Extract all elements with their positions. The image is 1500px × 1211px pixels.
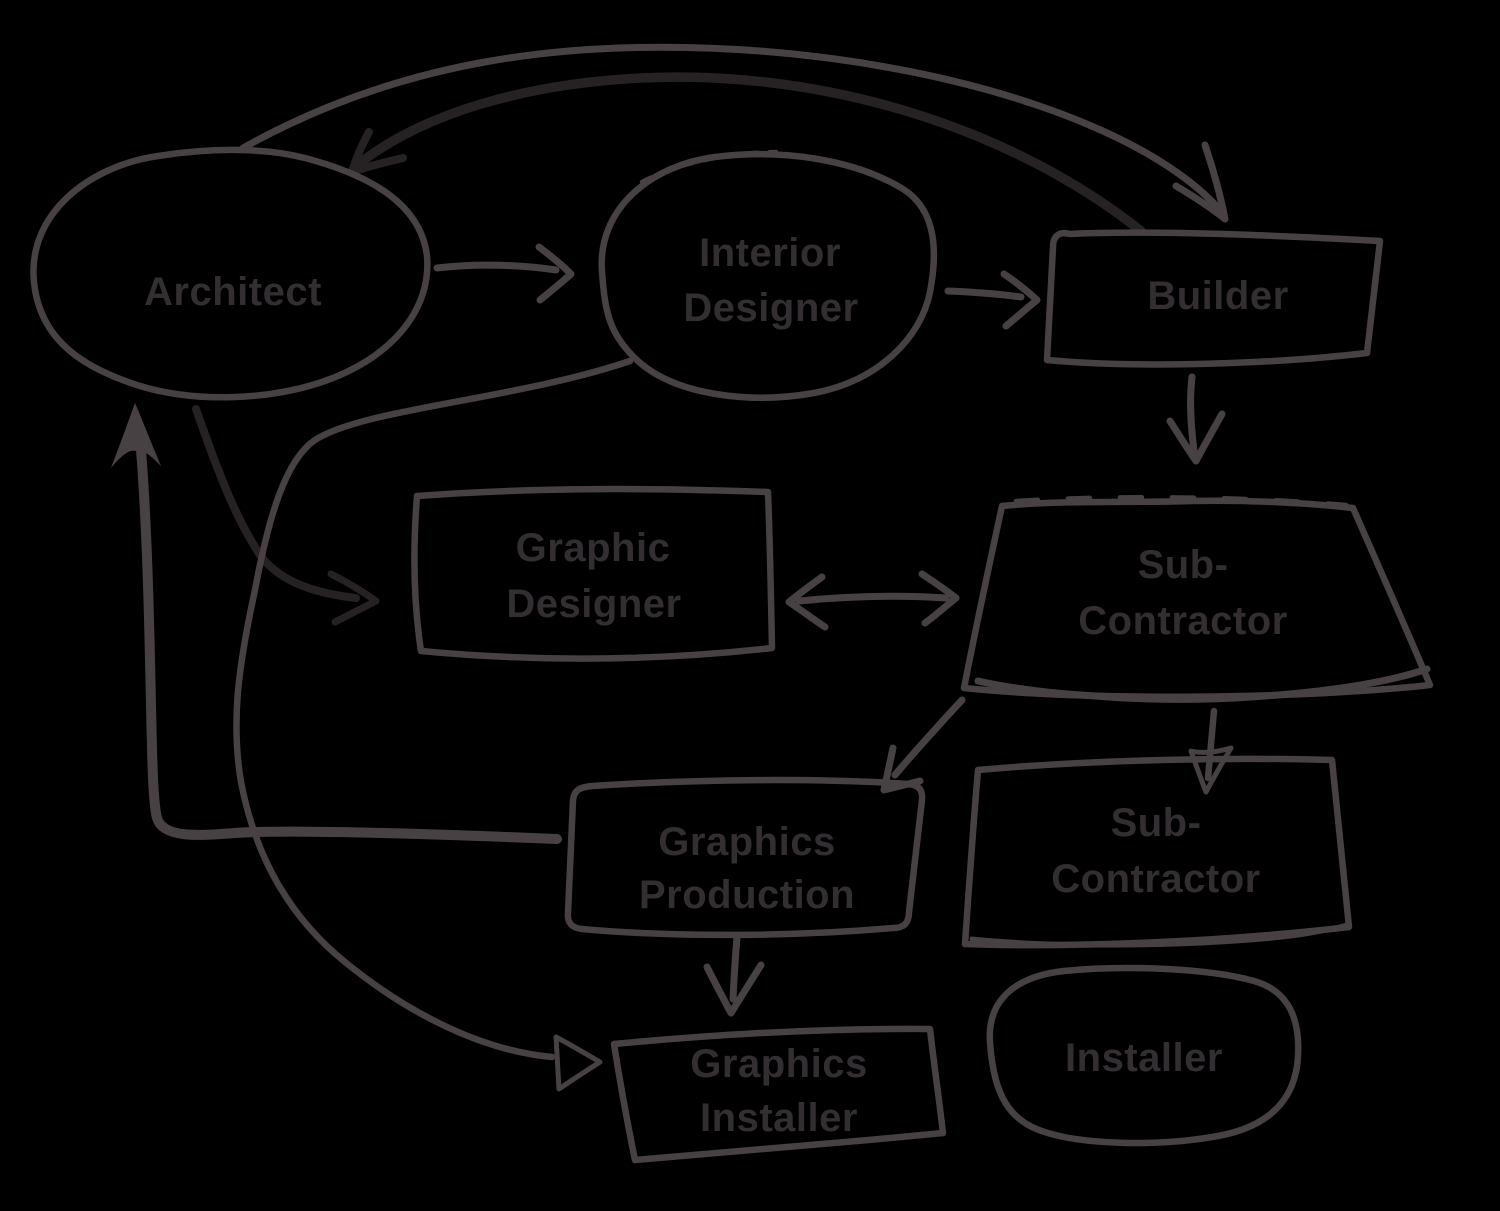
edge-sub-contractor-to-sub-contractor-2 bbox=[1188, 707, 1234, 795]
sketch-texture bbox=[1042, 682, 1365, 703]
architect-label: Architect bbox=[144, 270, 322, 314]
edge-sub-contractor-to-graphics-production bbox=[880, 696, 966, 794]
arrowhead-icon bbox=[703, 961, 765, 1017]
sketch-texture bbox=[639, 149, 779, 185]
graphics-installer-shape bbox=[610, 1025, 947, 1164]
hollow-triangle-arrowhead-icon bbox=[553, 1034, 603, 1092]
arrowhead-icon bbox=[1172, 141, 1229, 223]
sub-contractor-1-label-line1: Sub- bbox=[1138, 543, 1229, 587]
edge-graphics-production-to-graphics-installer bbox=[703, 934, 765, 1017]
interior-designer-label-line1: Interior bbox=[699, 231, 841, 275]
node-sub-contractor-2: Sub- Contractor bbox=[961, 755, 1353, 949]
edge-shaft bbox=[136, 445, 562, 844]
edge-builder-to-sub-contractor bbox=[1166, 373, 1226, 465]
node-sub-contractor-1: Sub- Contractor bbox=[960, 494, 1434, 703]
edge-interior-designer-to-graphics-installer bbox=[233, 357, 634, 1092]
arrowhead-icon bbox=[348, 128, 407, 176]
node-builder: Builder bbox=[1043, 229, 1384, 368]
architect-shape bbox=[30, 146, 431, 401]
edge-shaft bbox=[944, 287, 1025, 301]
edge-shaft bbox=[891, 696, 966, 779]
graphic-designer-shape bbox=[411, 485, 776, 662]
node-architect: Architect bbox=[30, 146, 431, 401]
edge-shaft bbox=[1204, 707, 1218, 782]
edge-shaft bbox=[729, 934, 741, 1003]
graphics-production-label-line1: Graphics bbox=[658, 820, 835, 864]
installer-label: Installer bbox=[1065, 1036, 1223, 1080]
sub-contractor-2-label-line2: Contractor bbox=[1051, 857, 1260, 901]
node-interior-designer: Interior Designer bbox=[598, 149, 938, 401]
open-triangle-arrowhead-icon bbox=[1188, 745, 1234, 795]
node-graphics-installer: Graphics Installer bbox=[610, 1025, 947, 1164]
installer-shape bbox=[986, 964, 1302, 1147]
edge-interior-designer-to-builder bbox=[944, 270, 1041, 330]
sketch-texture bbox=[969, 922, 1350, 948]
graphics-installer-label-line2: Installer bbox=[700, 1096, 858, 1140]
edge-shaft bbox=[1187, 373, 1198, 455]
graphics-production-label-line2: Production bbox=[639, 873, 855, 917]
node-installer: Installer bbox=[986, 964, 1302, 1147]
node-graphic-designer: Graphic Designer bbox=[411, 485, 776, 662]
arrowhead-icon bbox=[327, 570, 380, 626]
arrowhead-icon bbox=[1166, 410, 1226, 465]
graphics-installer-label-line1: Graphics bbox=[690, 1042, 867, 1086]
interior-designer-shape bbox=[598, 151, 938, 401]
edge-builder-to-architect-arc bbox=[348, 72, 1146, 236]
edge-architect-to-graphic-designer bbox=[192, 405, 380, 626]
sketch-texture bbox=[1013, 494, 1349, 508]
arrowhead-icon bbox=[535, 243, 575, 304]
edge-shaft bbox=[233, 357, 634, 1061]
node-graphics-production: Graphics Production bbox=[564, 776, 926, 939]
sub-contractor-1-shape bbox=[960, 497, 1434, 700]
builder-label: Builder bbox=[1147, 274, 1288, 318]
filled-arrowhead-icon bbox=[111, 403, 161, 468]
graphic-designer-label-line1: Graphic bbox=[516, 526, 671, 570]
sub-contractor-1-label-line2: Contractor bbox=[1078, 599, 1287, 643]
arrowhead-icon bbox=[1000, 270, 1041, 330]
arrowhead-left-icon bbox=[785, 573, 829, 631]
interior-designer-label-line2: Designer bbox=[683, 286, 858, 330]
edge-shaft bbox=[795, 592, 950, 605]
sub-contractor-2-label-line1: Sub- bbox=[1111, 801, 1202, 845]
edge-shaft bbox=[239, 43, 1223, 213]
builder-shape bbox=[1043, 229, 1384, 368]
edge-graphics-production-to-architect bbox=[111, 403, 562, 844]
edge-shaft bbox=[351, 72, 1146, 236]
graphic-designer-label-line2: Designer bbox=[506, 582, 681, 626]
edge-graphic-designer-sub-contractor-double bbox=[785, 570, 960, 631]
edge-architect-to-builder-arc bbox=[239, 43, 1229, 223]
arrowhead-right-icon bbox=[918, 570, 960, 627]
sub-contractor-2-shape bbox=[961, 755, 1353, 949]
edge-architect-to-interior-designer bbox=[433, 243, 575, 304]
edge-shaft bbox=[433, 261, 560, 274]
graphics-production-shape bbox=[564, 776, 926, 939]
